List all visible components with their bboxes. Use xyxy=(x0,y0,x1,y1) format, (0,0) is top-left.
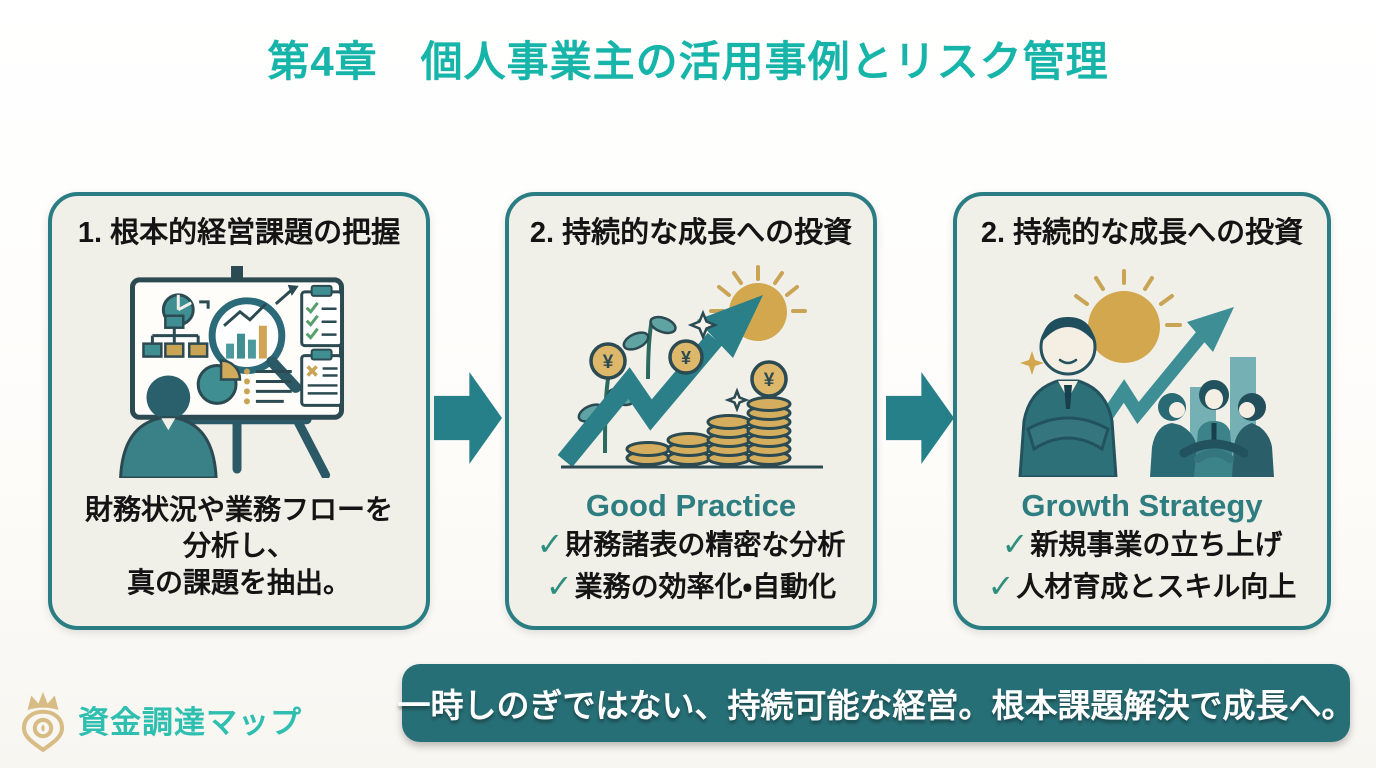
team-growth-icon xyxy=(1018,268,1274,477)
brand-name: 資金調達マップ xyxy=(78,704,302,740)
check-icon: ✓ xyxy=(987,568,1015,605)
card-2-title: 2. 持続的な成長への投資 xyxy=(529,217,853,249)
card-2-subtitle: Good Practice xyxy=(585,487,797,523)
desc-line: 分析し、 xyxy=(182,530,295,562)
sprout-icon xyxy=(622,315,677,379)
checklist-text: 業務の効率化・自動化 xyxy=(574,570,837,602)
checklist-text: 財務諸表の精密な分析 xyxy=(565,528,846,560)
page-title: 第4章 個人事業主の活用事例とリスク管理 xyxy=(267,38,1109,85)
checklist-item: ✓ 新規事業の立ち上げ xyxy=(1002,524,1283,566)
magnifier-chart-icon xyxy=(208,297,302,393)
checklist-item: ✓ 業務の効率化・自動化 xyxy=(546,566,836,608)
org-chart-icon xyxy=(142,314,209,358)
brand-logo: 資金調達マップ xyxy=(14,686,302,752)
crown-pin-logo-icon xyxy=(21,691,65,752)
checklist-item: ✓ 人材育成とスキル向上 xyxy=(988,566,1297,608)
check-icon: ✓ xyxy=(1001,525,1029,562)
growth-chart-icon: ¥ ¥ xyxy=(557,264,823,469)
card-1-title: 1. 根本的経営課題の把握 xyxy=(77,217,401,249)
checklist-text: 人材育成とスキル向上 xyxy=(1016,570,1297,602)
growth-arrow-icon xyxy=(1092,306,1234,433)
card-root-cause-analysis: 1. 根本的経営課題の把握 xyxy=(48,192,430,630)
bullet-list-icon xyxy=(243,368,292,405)
pie-gold-icon xyxy=(196,359,242,405)
checklist-text: 新規事業の立ち上げ xyxy=(1030,528,1283,560)
check-icon: ✓ xyxy=(545,568,573,605)
coin-icon: ¥ xyxy=(668,339,704,375)
right-arrow-icon xyxy=(886,372,954,464)
card-growth-strategy: 2. 持続的な成長への投資 xyxy=(953,192,1331,630)
sparkle-icon xyxy=(724,387,750,413)
card-3-title: 2. 持続的な成長への投資 xyxy=(980,217,1304,249)
presentation-analysis-illustration xyxy=(101,264,377,478)
trend-arrow-icon xyxy=(557,294,763,467)
businessman-icon xyxy=(1018,316,1118,477)
desc-line: 真の課題を抽出。 xyxy=(126,566,351,598)
desc-line: 財務状況や業務フローを xyxy=(84,493,393,525)
svg-text:¥: ¥ xyxy=(603,352,614,373)
coin-stack-icon: ¥ xyxy=(625,360,792,466)
svg-text:¥: ¥ xyxy=(681,348,691,368)
crown-icon xyxy=(27,691,59,710)
person-icon xyxy=(119,375,218,478)
clipboard-x-icon xyxy=(300,348,344,407)
summary-banner-text: 一時しのぎではない、持続可能な経営。根本課題解決で成長へ。 xyxy=(397,687,1355,724)
up-arrow-icon xyxy=(274,284,299,305)
clipboard-check-icon xyxy=(300,284,344,348)
svg-text:¥: ¥ xyxy=(764,370,775,391)
growth-chart-illustration: ¥ ¥ xyxy=(548,264,834,478)
sparkle-icon xyxy=(687,309,719,341)
sparkle-icon xyxy=(1020,350,1044,375)
check-icon: ✓ xyxy=(536,525,564,562)
card-3-subtitle: Growth Strategy xyxy=(1021,487,1263,523)
card-1-description: 財務状況や業務フローを 分析し、 真の課題を抽出。 xyxy=(85,492,393,601)
card-good-practice: 2. 持続的な成長への投資 ¥ xyxy=(505,192,877,630)
team-icon xyxy=(1150,379,1274,477)
right-arrow-icon xyxy=(434,372,502,464)
whiteboard-presentation-icon xyxy=(119,265,345,478)
team-growth-illustration xyxy=(999,264,1285,478)
map-pin-icon xyxy=(21,709,65,752)
checklist-item: ✓ 財務諸表の精密な分析 xyxy=(537,524,846,566)
summary-banner: 一時しのぎではない、持続可能な経営。根本課題解決で成長へ。 xyxy=(398,664,1355,742)
